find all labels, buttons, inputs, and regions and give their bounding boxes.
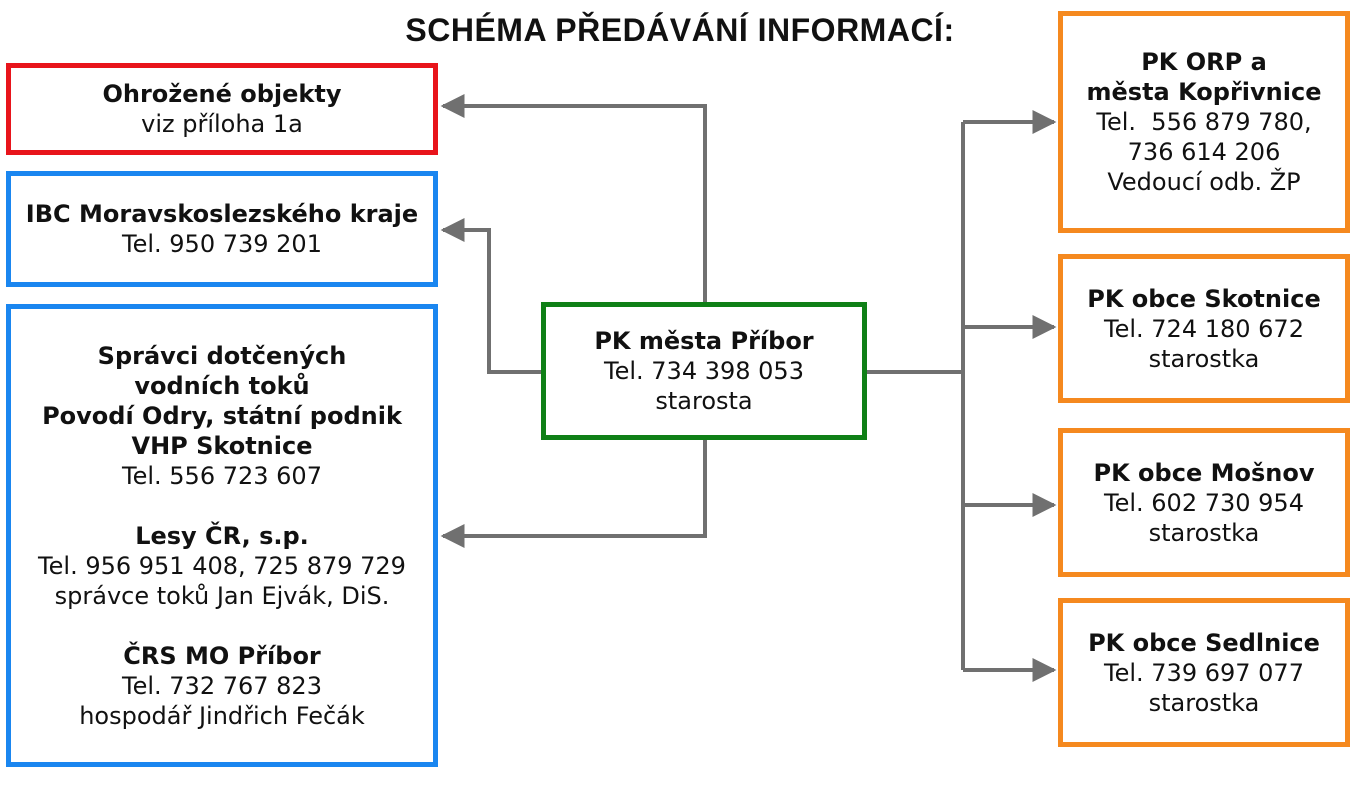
orp-koprivnice-box: PK ORP a města Kopřivnice Tel. 556 879 7…: [1058, 11, 1350, 233]
mosnov-title: PK obce Mošnov: [1093, 458, 1315, 487]
skotnice-title: PK obce Skotnice: [1087, 284, 1321, 313]
lesy-cr-person: správce toků Jan Ejvák, DiS.: [54, 581, 390, 610]
endangered-objects-box: Ohrožené objekty viz příloha 1a: [6, 63, 438, 155]
ibc-phone: Tel. 950 739 201: [122, 230, 322, 258]
skotnice-role: starostka: [1148, 344, 1260, 373]
mosnov-role: starostka: [1148, 518, 1260, 547]
crs-name: ČRS MO Příbor: [123, 641, 321, 670]
crs-person: hospodář Jindřich Fečák: [79, 701, 365, 730]
managers-heading-line2: vodních toků: [134, 371, 310, 400]
sedlnice-title: PK obce Sedlnice: [1088, 628, 1320, 657]
arrow-to-ibc: [440, 218, 541, 374]
center-role: starosta: [655, 387, 753, 415]
povodi-phone: Tel. 556 723 607: [122, 461, 322, 490]
mosnov-phone: Tel. 602 730 954: [1104, 488, 1304, 517]
orp-phone-line2: 736 614 206: [1127, 138, 1281, 166]
sedlnice-role: starostka: [1148, 688, 1260, 717]
center-phone: Tel. 734 398 053: [604, 357, 804, 385]
endangered-objects-note: viz příloha 1a: [141, 110, 303, 138]
skotnice-phone: Tel. 724 180 672: [1104, 314, 1304, 343]
diagram-title: SCHÉMA PŘEDÁVÁNÍ INFORMACÍ:: [405, 12, 955, 48]
arrow-to-endangered-objects: [440, 94, 707, 302]
ibc-title: IBC Moravskoslezského kraje: [25, 200, 419, 228]
center-pk-pribor-box: PK města Příbor Tel. 734 398 053 starost…: [541, 302, 867, 440]
mosnov-box: PK obce Mošnov Tel. 602 730 954 starostk…: [1058, 428, 1350, 577]
lesy-cr-phone: Tel. 956 951 408, 725 879 729: [38, 551, 406, 580]
center-title: PK města Příbor: [594, 327, 814, 355]
arrow-to-water-managers: [440, 440, 707, 548]
vhp-skotnice-name: VHP Skotnice: [131, 431, 313, 460]
sedlnice-phone: Tel. 739 697 077: [1104, 658, 1304, 687]
managers-heading-line1: Správci dotčených: [97, 341, 347, 370]
sedlnice-box: PK obce Sedlnice Tel. 739 697 077 staros…: [1058, 598, 1350, 747]
orp-phone-line1: Tel. 556 879 780,: [1096, 108, 1312, 136]
ibc-box: IBC Moravskoslezského kraje Tel. 950 739…: [6, 171, 438, 287]
endangered-objects-title: Ohrožené objekty: [102, 80, 342, 108]
orp-title-line2: města Kopřivnice: [1086, 78, 1322, 106]
water-managers-box: Správci dotčených vodních toků Povodí Od…: [6, 304, 438, 767]
orp-title-line1: PK ORP a: [1141, 48, 1267, 76]
crs-phone: Tel. 732 767 823: [122, 671, 322, 700]
povodi-odry-name: Povodí Odry, státní podnik: [42, 401, 402, 430]
lesy-cr-name: Lesy ČR, s.p.: [135, 521, 309, 550]
orp-role: Vedoucí odb. ŽP: [1107, 168, 1301, 196]
skotnice-box: PK obce Skotnice Tel. 724 180 672 staros…: [1058, 254, 1350, 403]
